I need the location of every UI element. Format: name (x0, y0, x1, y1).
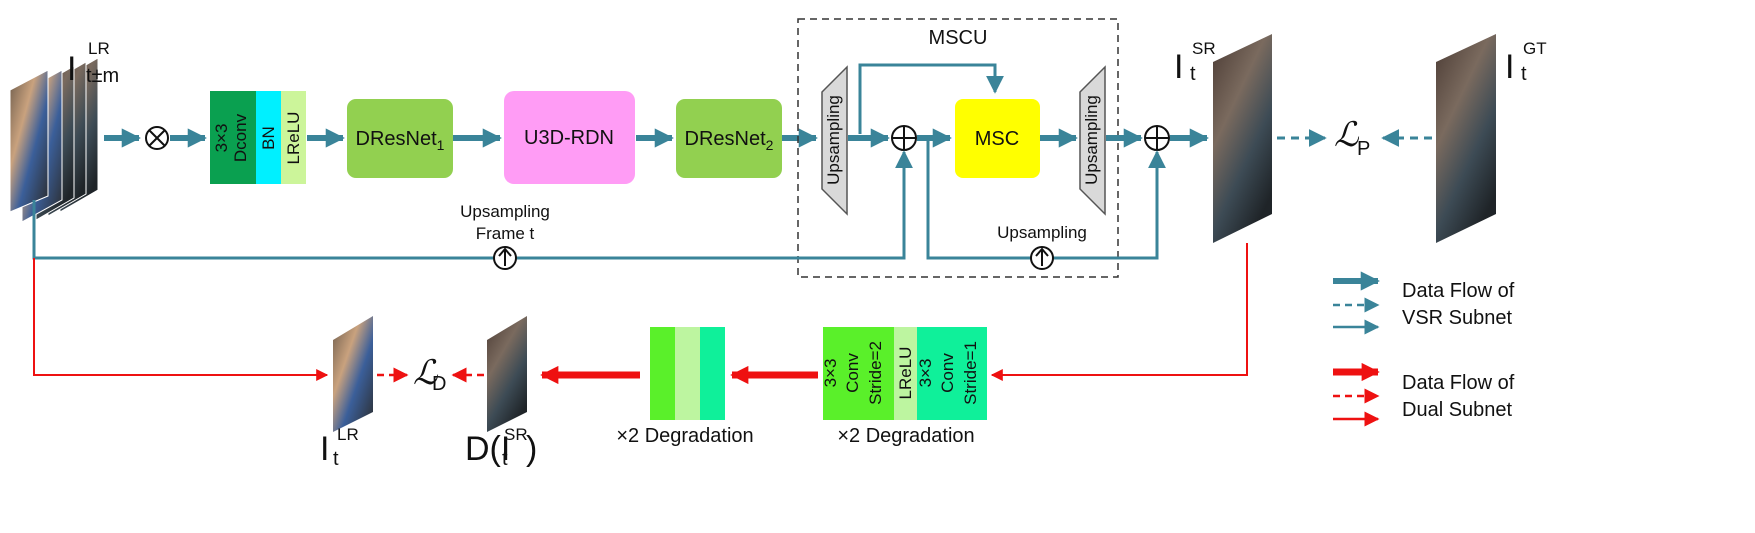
conv2-kernel-label: 3×3 (916, 359, 935, 388)
output-sr-frame (1213, 34, 1272, 243)
lr-frame (333, 316, 373, 432)
degradation-left-caption: ×2 Degradation (616, 425, 753, 447)
svg-text:P: P (1357, 138, 1370, 160)
bn-label: BN (259, 126, 278, 150)
svg-text:): ) (526, 430, 537, 468)
mscu-upsampling-right: Upsampling (1079, 65, 1106, 216)
legend: Data Flow of VSR Subnet Data Flow of Dua… (1333, 271, 1515, 427)
output-label: I t SR (1174, 39, 1216, 86)
svg-text:LR: LR (88, 39, 110, 58)
degradation-lrelu-label: LReLU (896, 347, 915, 400)
loss-p-label: ℒ P (1334, 116, 1370, 160)
frame-upsampling-skip-arrow (32, 150, 913, 260)
svg-text:DResNet2: DResNet2 (685, 128, 774, 153)
u3d-rdn-block: U3D-RDN (504, 91, 635, 184)
frame-upsampling-label-line2: Frame t (476, 224, 535, 243)
svg-text:U3D-RDN: U3D-RDN (524, 127, 614, 149)
lr-frame-label: I t LR (320, 425, 359, 470)
svg-text:D: D (432, 373, 446, 395)
legend-dual-line2: Dual Subnet (1402, 399, 1513, 421)
svg-text:t: t (1521, 63, 1527, 85)
svg-text:t±m: t±m (86, 65, 119, 87)
legend-vsr-line2: VSR Subnet (1402, 307, 1513, 329)
svg-text:ℒ: ℒ (413, 354, 439, 392)
dconv-kernel-label: 3×3 (212, 124, 231, 153)
conv2-label: Conv (938, 353, 957, 393)
svg-text:Upsampling: Upsampling (1082, 95, 1101, 185)
dresnet1-block: DResNet1 (347, 99, 453, 178)
degradation-block-left (650, 327, 725, 420)
svg-text:Upsampling: Upsampling (824, 95, 843, 185)
frame-upsampling-label-line1: Upsampling (460, 202, 550, 221)
dual-flow-input-to-lr (33, 258, 329, 381)
multiply-operator (145, 126, 169, 150)
input-label: I t±m LR (67, 39, 119, 88)
ground-truth-label: I t GT (1505, 39, 1547, 86)
add-operator-2 (1144, 125, 1170, 151)
dresnet2-block: DResNet2 (676, 99, 782, 178)
degradation-block-right: 3×3 Conv Stride=2 LReLU 3×3 Conv Stride=… (821, 327, 987, 420)
conv1-kernel-label: 3×3 (821, 359, 840, 388)
dual-flow-from-sr (990, 243, 1248, 381)
degradation-right-caption: ×2 Degradation (837, 425, 974, 447)
svg-text:DResNet1: DResNet1 (356, 128, 445, 153)
svg-text:I: I (1505, 48, 1514, 86)
svg-text:I: I (1174, 48, 1183, 86)
conv-bn-lrelu-block: 3×3 Dconv BN LReLU (210, 91, 306, 184)
dconv-label: Dconv (231, 113, 250, 162)
svg-text:GT: GT (1523, 39, 1547, 58)
legend-vsr-line1: Data Flow of (1402, 280, 1515, 302)
svg-text:I: I (67, 50, 76, 88)
legend-dual-line1: Data Flow of (1402, 372, 1515, 394)
add-operator-1 (891, 125, 917, 151)
upsampling-operator-mscu (1030, 246, 1054, 270)
conv1-label: Conv (843, 353, 862, 393)
svg-text:I: I (320, 430, 329, 468)
mscu-bottom-upsampling-label: Upsampling (997, 223, 1087, 242)
loss-d-label: ℒ D (413, 354, 446, 395)
svg-text:SR: SR (1192, 39, 1216, 58)
svg-text:LR: LR (337, 425, 359, 444)
lrelu-label: LReLU (284, 112, 303, 165)
input-frame-stack (9, 57, 99, 223)
ground-truth-frame (1436, 34, 1496, 243)
conv2-stride-label: Stride=1 (961, 341, 980, 405)
degraded-frame (487, 316, 527, 432)
mscu-container: MSCU (797, 18, 1119, 278)
conv1-stride-label: Stride=2 (866, 341, 885, 405)
msc-block: MSC (955, 99, 1040, 178)
mscu-upsampling-left: Upsampling (821, 65, 848, 216)
svg-text:MSC: MSC (975, 128, 1019, 150)
svg-text:t: t (333, 448, 339, 470)
mscu-skip-arrow (858, 63, 1004, 134)
svg-text:t: t (1190, 63, 1196, 85)
degraded-frame-label: D(I t SR ) (465, 425, 537, 470)
svg-text:t: t (502, 448, 508, 470)
upsampling-operator-frame (493, 246, 517, 270)
svg-text:D(I: D(I (465, 430, 510, 468)
svg-text:ℒ: ℒ (1334, 116, 1360, 154)
svg-text:SR: SR (504, 425, 528, 444)
mscu-title: MSCU (929, 27, 988, 49)
